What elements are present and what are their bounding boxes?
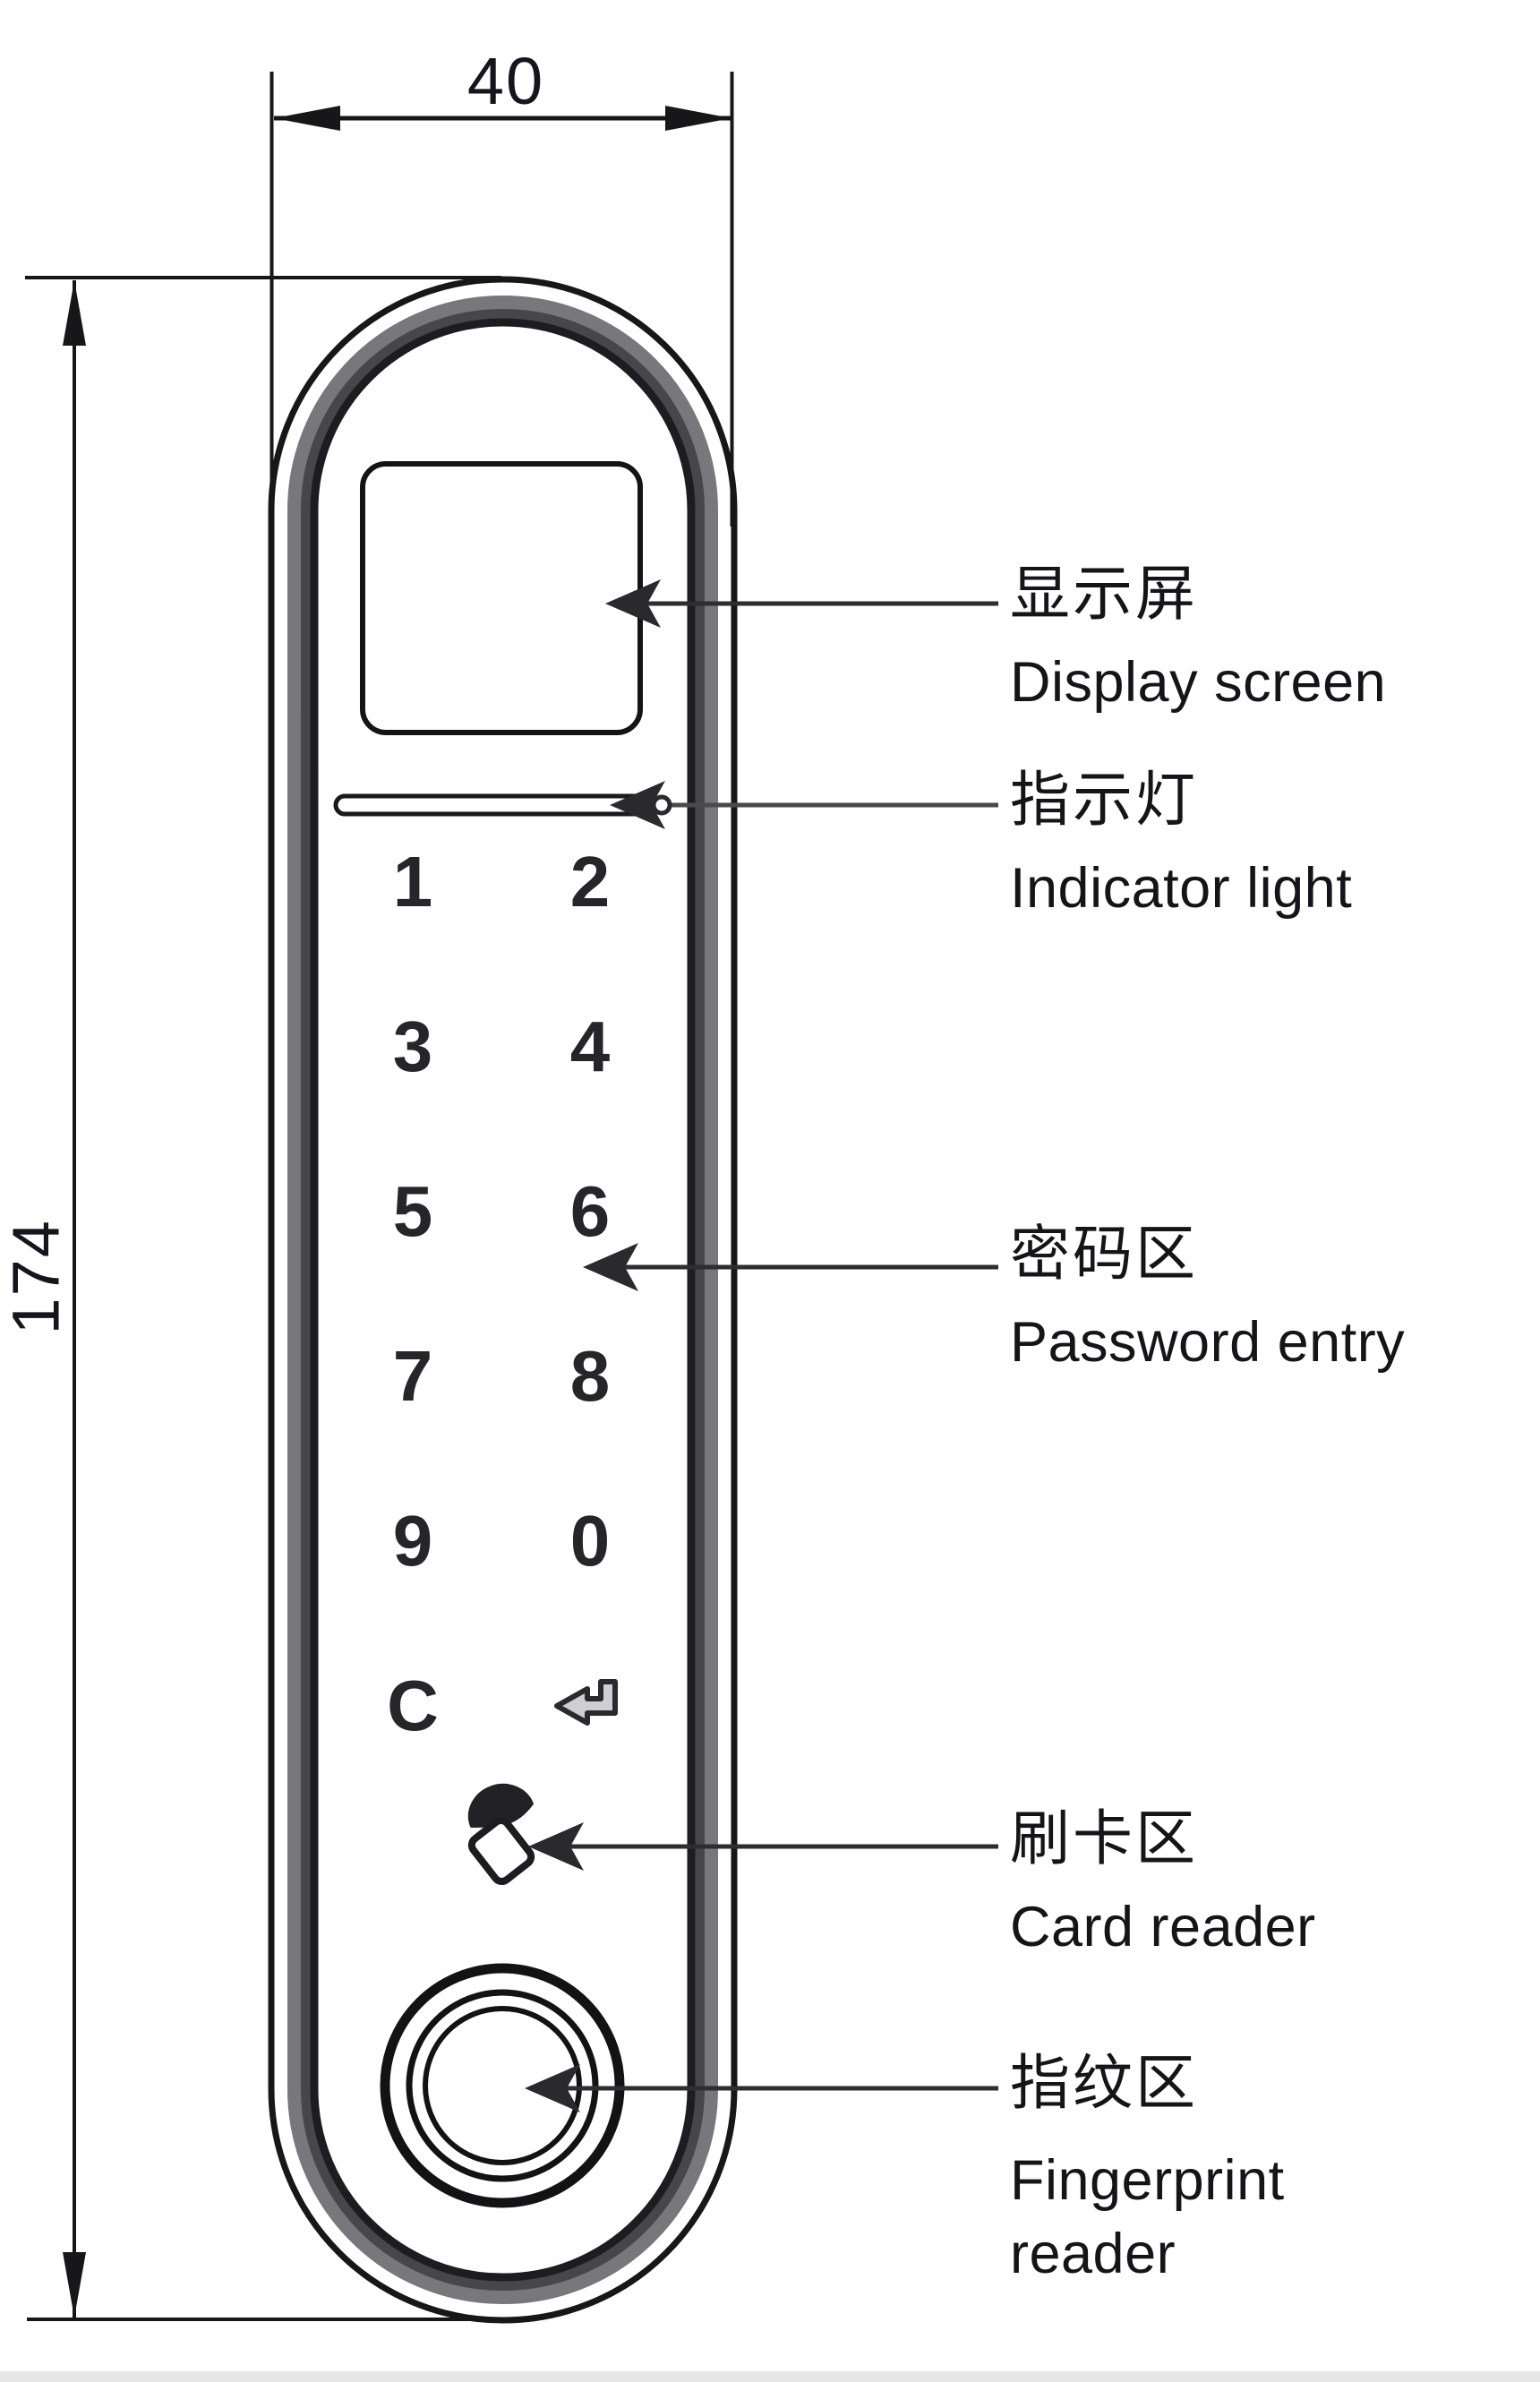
label-display-screen-zh: 显示屏 xyxy=(1010,561,1198,628)
leader-arrow-fingerprint xyxy=(525,2064,580,2112)
leader-arrow-card xyxy=(528,1822,584,1871)
device-rim-band xyxy=(287,296,718,2304)
scan-edge-strip xyxy=(0,2371,1540,2382)
leader-arrow-password xyxy=(583,1243,638,1291)
keypad-key-7: 7 xyxy=(393,1336,433,1416)
keypad-key-4: 4 xyxy=(570,1007,611,1086)
display-screen xyxy=(360,461,643,735)
label-indicator-light-en: Indicator light xyxy=(1010,857,1353,920)
keypad-key-6: 6 xyxy=(570,1171,611,1251)
indicator-light-dot xyxy=(651,794,672,816)
dim-height-value: 174 xyxy=(0,1219,73,1335)
leader-arrow-display xyxy=(605,579,661,628)
label-display-screen-en: Display screen xyxy=(1010,651,1387,714)
keypad-key-c: C xyxy=(387,1666,439,1745)
fingerprint-reader-icon xyxy=(380,1963,625,2208)
enter-key-icon xyxy=(554,1679,618,1726)
leader-arrowheads xyxy=(525,579,665,2112)
label-fingerprint-reader-zh: 指纹区 xyxy=(1010,2050,1198,2117)
label-display-screen: 显示屏 Display screen xyxy=(1010,564,1511,719)
keypad-key-0: 0 xyxy=(570,1501,611,1581)
keypad-key-1: 1 xyxy=(393,842,433,921)
dim-width xyxy=(270,72,734,527)
label-password-entry-en: Password entry xyxy=(1010,1311,1406,1374)
dim-width-arrow-left xyxy=(274,106,340,131)
keypad-key-3: 3 xyxy=(393,1007,433,1086)
label-fingerprint-reader: 指纹区 Fingerprint reader xyxy=(1010,2053,1368,2291)
device-rim-shade xyxy=(301,309,705,2291)
indicator-light-bar xyxy=(333,793,659,817)
label-indicator-light-zh: 指示灯 xyxy=(1010,767,1198,834)
label-indicator-light: 指示灯 Indicator light xyxy=(1010,770,1511,925)
label-card-reader-en: Card reader xyxy=(1010,1896,1316,1958)
card-reader-icon xyxy=(467,1783,535,1885)
dim-height-arrow-bottom xyxy=(63,2252,86,2318)
keypad-key-2: 2 xyxy=(570,842,611,921)
dim-height-arrow-top xyxy=(63,280,86,346)
label-card-reader: 刷卡区 Card reader xyxy=(1010,1809,1511,1964)
dim-width-value: 40 xyxy=(466,44,545,118)
keypad-key-5: 5 xyxy=(393,1171,433,1251)
leader-arrow-indicator xyxy=(610,781,665,829)
label-card-reader-zh: 刷卡区 xyxy=(1010,1805,1198,1872)
label-fingerprint-reader-en: Fingerprint reader xyxy=(1010,2149,1285,2285)
dim-width-arrow-right xyxy=(665,106,732,131)
keypad-key-9: 9 xyxy=(393,1501,433,1581)
keypad-key-8: 8 xyxy=(570,1336,611,1416)
label-password-entry: 密码区 Password entry xyxy=(1010,1224,1511,1379)
leader-lines xyxy=(542,601,998,2091)
dim-height xyxy=(25,276,501,2321)
label-password-entry-zh: 密码区 xyxy=(1010,1221,1198,1288)
